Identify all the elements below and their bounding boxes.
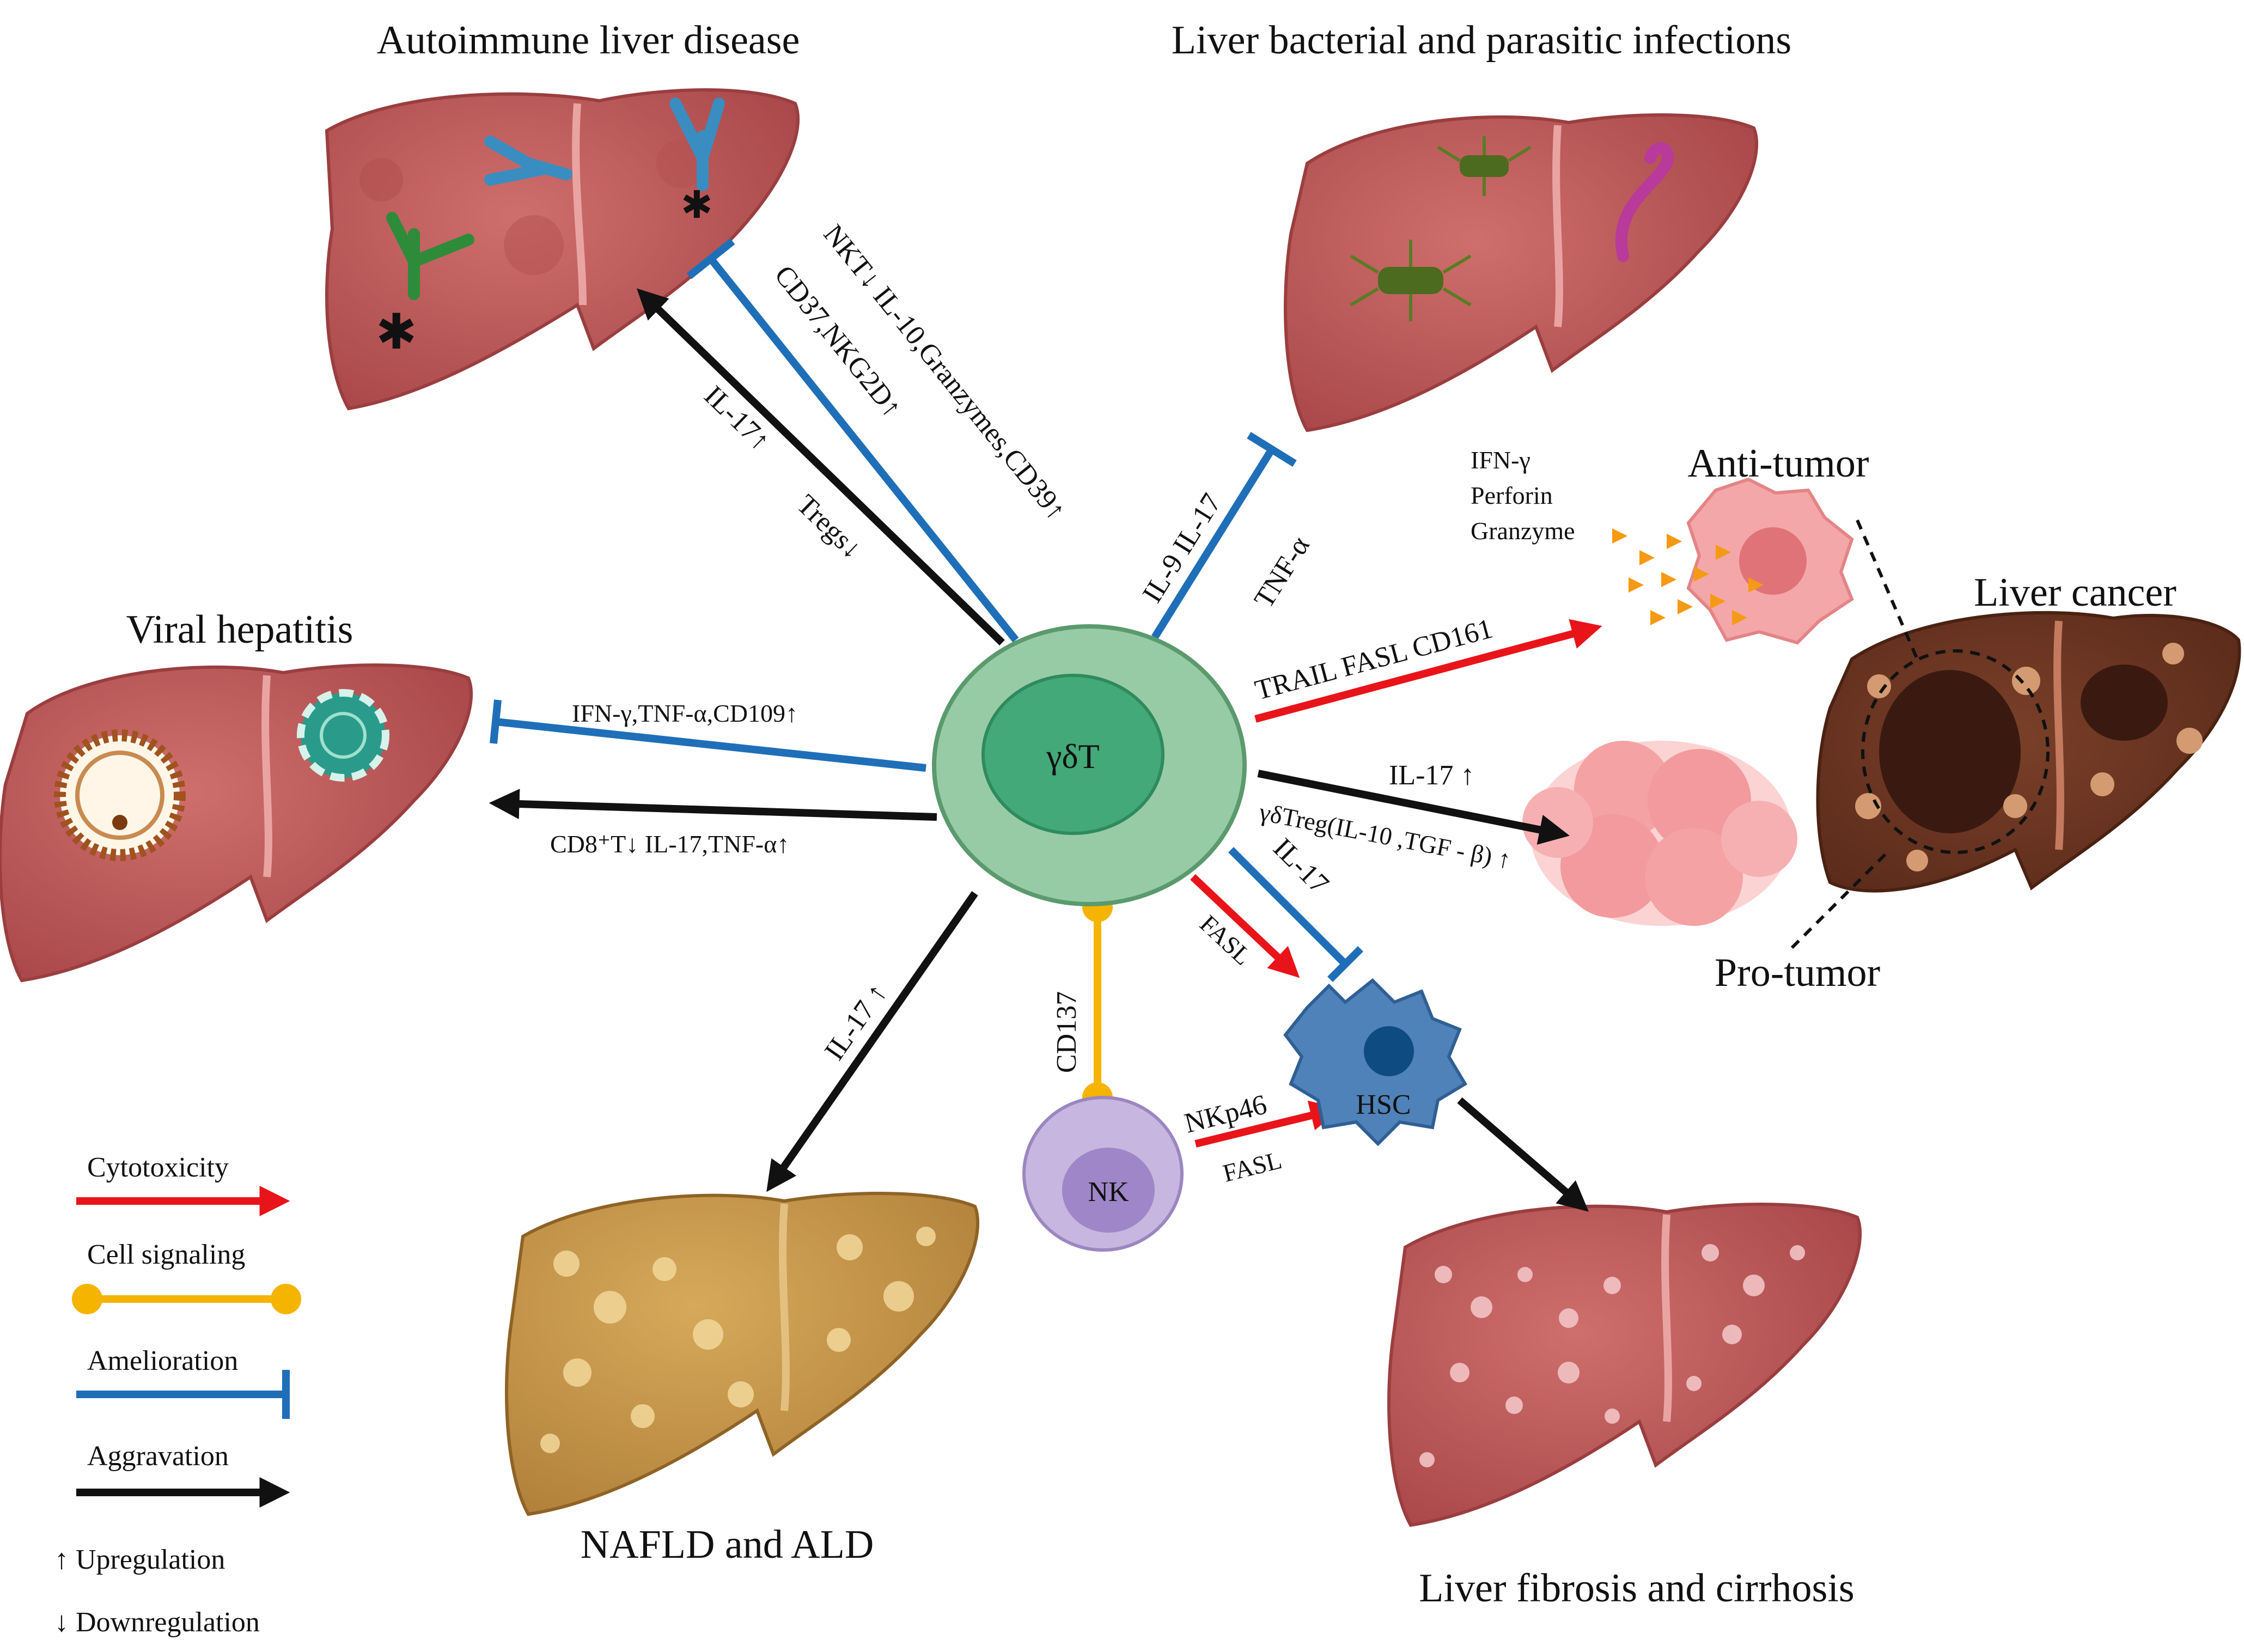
legend-downregulation: ↓ Downregulation: [54, 1607, 260, 1638]
label-viral-blue: IFN-γ,TNF-α,CD109↑: [572, 699, 798, 727]
anti-tumor-pointer-line: [1856, 519, 1919, 660]
arrow-gdt-to-autoimmune-aggravation: [636, 288, 1005, 646]
arrow-gdt-to-anti-tumor-cytotoxicity: [1254, 619, 1602, 723]
hsc-cell-label: HSC: [1356, 1089, 1411, 1120]
legend-label-aggravation: Aggravation: [87, 1441, 229, 1472]
title-pro-tumor: Pro-tumor: [1715, 950, 1880, 995]
title-viral: Viral hepatitis: [126, 607, 353, 652]
arrow-gdt-to-hsc-fasl: [1190, 874, 1300, 978]
label-il17-hsc: IL-17: [1267, 832, 1335, 900]
label-bacterial-2: TNF-α: [1248, 531, 1316, 613]
title-autoimmune: Autoimmune liver disease: [377, 18, 800, 63]
legend: Cytotoxicity Cell signaling Amelioration…: [54, 1152, 301, 1638]
label-tumor-factor-3: Granzyme: [1471, 517, 1575, 545]
title-liver-cancer: Liver cancer: [1974, 570, 2176, 615]
autoimmune-asterisk-red: ✱: [376, 306, 417, 359]
label-tumor-factor-1: IFN-γ: [1471, 446, 1530, 474]
legend-label-amelioration: Amelioration: [87, 1345, 238, 1376]
bar-gdt-to-hsc-il17: [1228, 847, 1348, 967]
virus-icon: [297, 689, 389, 782]
tumor-focus-outline: [1861, 649, 2050, 854]
bar-cap-viral: [490, 699, 502, 744]
label-trail: TRAIL FASL CD161: [1252, 613, 1496, 706]
label-autoimmune-black-1: IL-17↑: [698, 380, 776, 457]
arrow-nk-to-hsc-cytotoxicity: [1194, 1100, 1341, 1148]
arrow-gdt-to-viral-aggravation: [489, 789, 937, 821]
title-bacterial: Liver bacterial and parasitic infections: [1172, 18, 1791, 63]
gdt-cell: γδT: [932, 624, 1247, 906]
title-anti-tumor: Anti-tumor: [1688, 441, 1869, 486]
arrow-gdt-to-pro-tumor-aggravation: [1257, 770, 1570, 845]
legend-upregulation: ↑ Upregulation: [54, 1544, 225, 1575]
label-fasl-nk: FASL: [1220, 1146, 1284, 1187]
legend-label-cell-signaling: Cell signaling: [87, 1239, 245, 1270]
nk-cell: NK: [1022, 1096, 1184, 1252]
bacterium-icon: [1378, 267, 1443, 294]
nk-cell-label: NK: [1088, 1176, 1129, 1208]
liver-autoimmune-illustration: ✱ ✱: [325, 88, 800, 411]
label-tumor-factor-2: Perforin: [1471, 481, 1553, 509]
liver-cancer-illustration: [1816, 611, 2241, 893]
label-viral-black: CD8⁺T↓ IL-17,TNF-α↑: [550, 830, 789, 858]
parasite-icon: [1615, 142, 1674, 262]
label-pro-il17: IL-17 ↑: [1389, 760, 1474, 791]
bar-cap-autoimmune: [686, 238, 735, 279]
liver-bacterial-illustration: [1284, 113, 1759, 432]
bar-gdt-to-viral-amelioration: [495, 718, 926, 772]
liver-fibrosis-illustration: [1387, 1203, 1862, 1527]
anti-tumor-cell-illustration: [1612, 477, 1854, 645]
bar-cap-bacterial: [1247, 432, 1297, 467]
liver-viral-illustration: [0, 663, 473, 983]
gdt-cell-label: γδT: [1046, 737, 1100, 776]
autoimmune-asterisk-yellow: ✱: [681, 185, 713, 227]
title-nafld: NAFLD and ALD: [581, 1522, 874, 1567]
legend-label-cytotoxicity: Cytotoxicity: [87, 1152, 229, 1183]
liver-nafld-illustration: [505, 1192, 980, 1516]
bar-gdt-to-autoimmune-amelioration: [708, 256, 1019, 643]
legend-dot-right: [271, 1284, 301, 1314]
label-cd137: CD137: [1051, 991, 1082, 1073]
hsc-cell: HSC: [1283, 978, 1468, 1147]
pro-tumor-cluster-illustration: [1522, 741, 1797, 926]
legend-dot-left: [72, 1284, 102, 1314]
bar-gdt-to-bacterial-amelioration: [1151, 447, 1275, 639]
label-fasl-hsc: FASL: [1194, 910, 1257, 971]
bar-cap-hsc: [1327, 946, 1363, 982]
arrow-hsc-to-fibrosis-aggravation: [1457, 1097, 1589, 1212]
arrow-gdt-to-nafld-aggravation: [766, 891, 978, 1192]
bacterium-icon: [1460, 155, 1509, 177]
title-fibrosis: Liver fibrosis and cirrhosis: [1419, 1566, 1854, 1611]
pro-tumor-pointer-line: [1790, 848, 1892, 949]
